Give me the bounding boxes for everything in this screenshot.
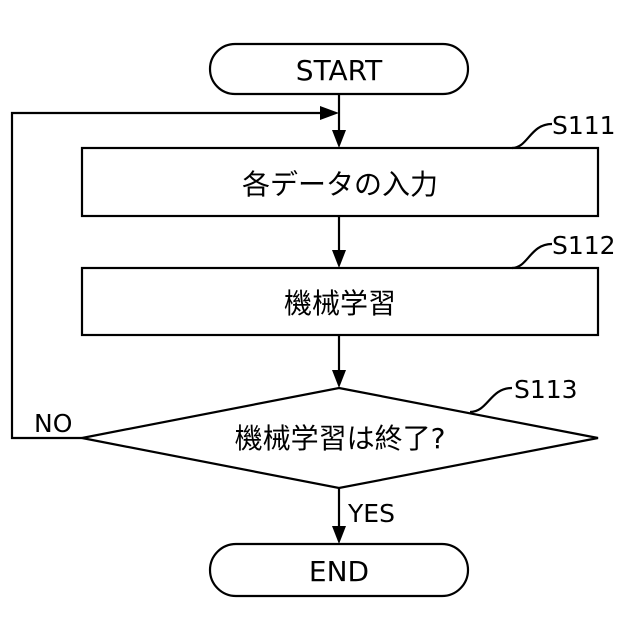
start-label: START [296, 54, 383, 87]
connector-start-to-s111 [332, 94, 346, 148]
process-s111: 各データの入力 [82, 148, 598, 216]
connector-s111-to-s112 [332, 216, 346, 268]
step-label-s112: S112 [552, 231, 616, 260]
process-s112-label: 機械学習 [284, 287, 396, 320]
arrowhead-down-icon [332, 130, 346, 148]
step-label-s111: S111 [552, 111, 616, 140]
arrowhead-down-icon [332, 370, 346, 388]
callout-leader-s112 [512, 244, 552, 268]
step-callout-s112: S112 [512, 231, 616, 268]
callout-leader-s111 [512, 124, 552, 148]
process-s112: 機械学習 [82, 268, 598, 335]
arrowhead-down-icon [332, 250, 346, 268]
arrowhead-down-icon [332, 526, 346, 544]
branch-label-yes: YES [347, 499, 395, 528]
connector-yes-to-end: YES [332, 488, 395, 544]
process-s111-label: 各データの入力 [242, 168, 438, 201]
arrowhead-right-icon [320, 106, 339, 120]
connector-s112-to-s113 [332, 335, 346, 388]
step-callout-s113: S113 [470, 375, 578, 412]
decision-s113-label: 機械学習は終了? [235, 422, 446, 455]
step-label-s113: S113 [514, 375, 578, 404]
branch-label-no: NO [34, 409, 72, 438]
callout-leader-s113 [470, 388, 512, 412]
step-callout-s111: S111 [512, 111, 616, 148]
end-label: END [309, 555, 369, 588]
start-node: START [210, 44, 468, 94]
end-node: END [210, 544, 468, 596]
